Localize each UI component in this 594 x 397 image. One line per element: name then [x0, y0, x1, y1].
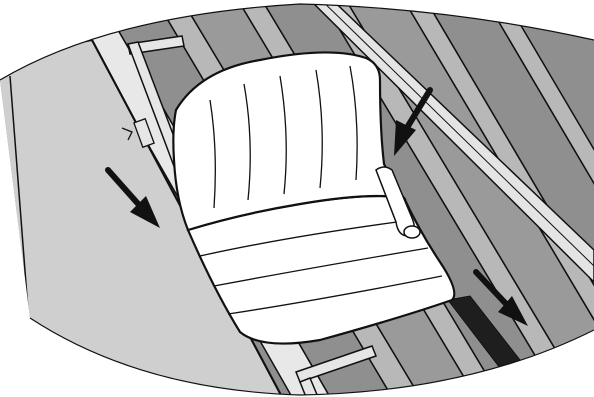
folding-seat-illustration — [0, 0, 594, 397]
figure-stage — [0, 0, 594, 397]
